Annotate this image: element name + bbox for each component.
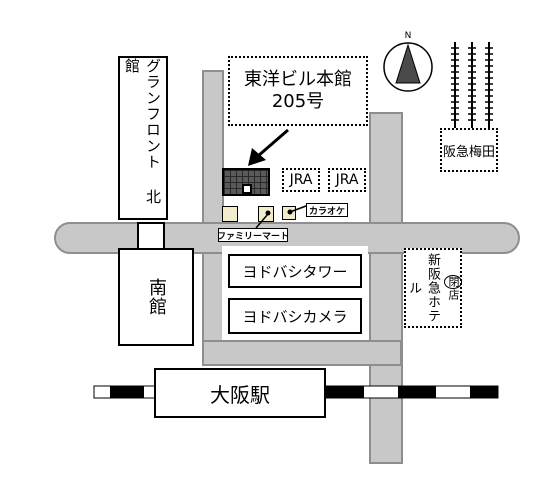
hankyu-rail-tracks <box>454 42 490 128</box>
yodobashi-camera: ヨドバシカメラ <box>228 298 362 334</box>
closed-badge-suffix: 店 <box>447 289 460 301</box>
south-building-label: 南館 <box>146 278 167 316</box>
yodobashi-tower: ヨドバシタワー <box>228 254 362 288</box>
closed-badge: 閉 <box>444 275 462 289</box>
pedestrian-crossing <box>137 222 165 250</box>
karaoke-label: カラオケ <box>308 206 345 217</box>
road-vertical-east <box>369 112 403 464</box>
karaoke-dot <box>287 209 293 215</box>
target-address-callout: 東洋ビル本館 205号 <box>228 56 368 126</box>
grand-front-north-building: グランフロント 北館 <box>118 56 168 220</box>
target-arrow <box>248 128 289 166</box>
south-building: 南館 <box>118 248 194 346</box>
family-mart-leader <box>255 213 269 229</box>
osaka-station: 大阪駅 <box>154 368 326 418</box>
yodobashi-camera-label: ヨドバシカメラ <box>242 307 348 326</box>
yodobashi-tower-label: ヨドバシタワー <box>242 262 348 281</box>
jra-label-1: JRA <box>289 172 313 188</box>
target-room-number: 205号 <box>271 91 325 112</box>
karaoke-label-box: カラオケ <box>306 203 348 217</box>
hankyu-umeda-station: 阪急梅田 <box>440 128 498 172</box>
family-mart-dot <box>265 210 271 216</box>
road-south-horizontal <box>202 340 402 366</box>
target-entrance <box>242 184 252 194</box>
jra-building-1: JRA <box>282 168 320 192</box>
family-mart-label: ファミリーマート <box>217 231 290 242</box>
jra-building-2: JRA <box>328 168 366 192</box>
target-building-name: 東洋ビル本館 <box>244 69 352 90</box>
store-marker <box>222 206 238 222</box>
jra-label-2: JRA <box>335 172 359 188</box>
karaoke-leader <box>289 205 307 213</box>
osaka-station-label: 大阪駅 <box>210 382 270 407</box>
closed-note: 閉店 <box>444 275 462 301</box>
grand-front-north-label: グランフロント 北館 <box>123 58 162 205</box>
family-mart-label-box: ファミリーマート <box>217 228 290 242</box>
shin-hankyu-hotel-label: 新阪急ホテル <box>406 253 440 323</box>
shin-hankyu-hotel: 新阪急ホテル 閉店 <box>404 248 462 328</box>
target-building <box>222 168 270 196</box>
north-compass: N <box>383 31 433 92</box>
hankyu-umeda-label: 阪急梅田 <box>442 144 495 160</box>
hankyu-rail-ties <box>451 47 493 121</box>
north-label: N <box>405 31 412 41</box>
